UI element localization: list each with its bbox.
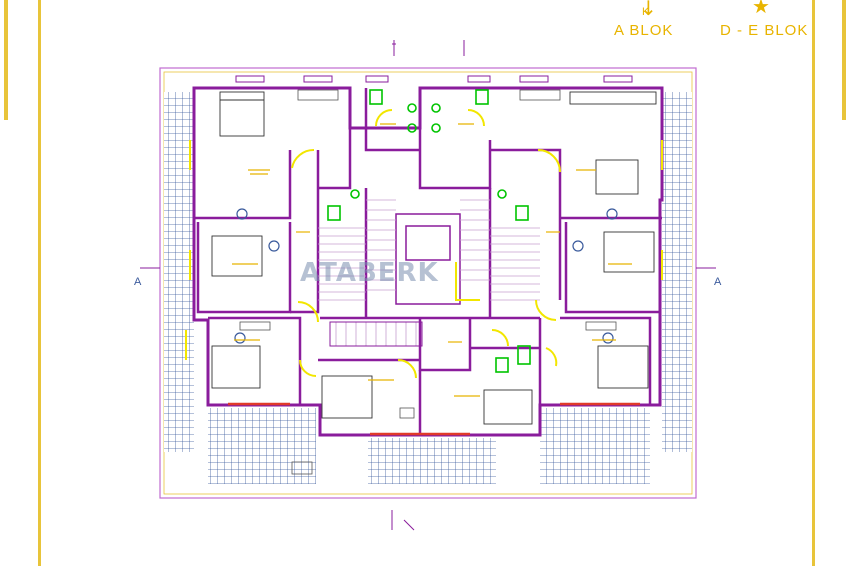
site-boundary	[159, 67, 697, 499]
dimension-marks	[140, 40, 716, 531]
exterior-walls	[192, 86, 664, 437]
sanitary-fixtures	[327, 89, 531, 373]
room-labels	[232, 123, 632, 397]
section-mark-right: A	[714, 276, 722, 288]
frame-right-inner	[812, 0, 815, 566]
furniture-beds	[211, 91, 657, 425]
balcony-bottom-left	[208, 408, 316, 484]
frame-right-outer	[842, 0, 846, 120]
section-mark-left: A	[134, 276, 142, 288]
de-blok-label: D - E BLOK	[720, 22, 809, 39]
balcony-bottom-mid	[368, 438, 496, 484]
stair-core	[329, 199, 490, 347]
side-stairs	[318, 227, 540, 301]
windows	[228, 402, 640, 436]
light-fixtures	[234, 208, 618, 344]
watermark-logo: ATABERK	[300, 258, 439, 288]
frame-left-outer	[4, 0, 8, 120]
furniture-desks	[239, 89, 617, 475]
interior-walls	[194, 88, 662, 435]
compass-mark-icon: ↓	[640, 0, 657, 20]
star-mark-icon: ★	[752, 0, 770, 18]
doors	[185, 109, 663, 379]
balcony-right	[662, 92, 692, 452]
a-blok-mark: K	[642, 6, 651, 18]
a-blok-label: A BLOK	[614, 22, 674, 39]
balcony-bottom-right	[540, 408, 650, 484]
frame-left-inner	[38, 0, 41, 566]
